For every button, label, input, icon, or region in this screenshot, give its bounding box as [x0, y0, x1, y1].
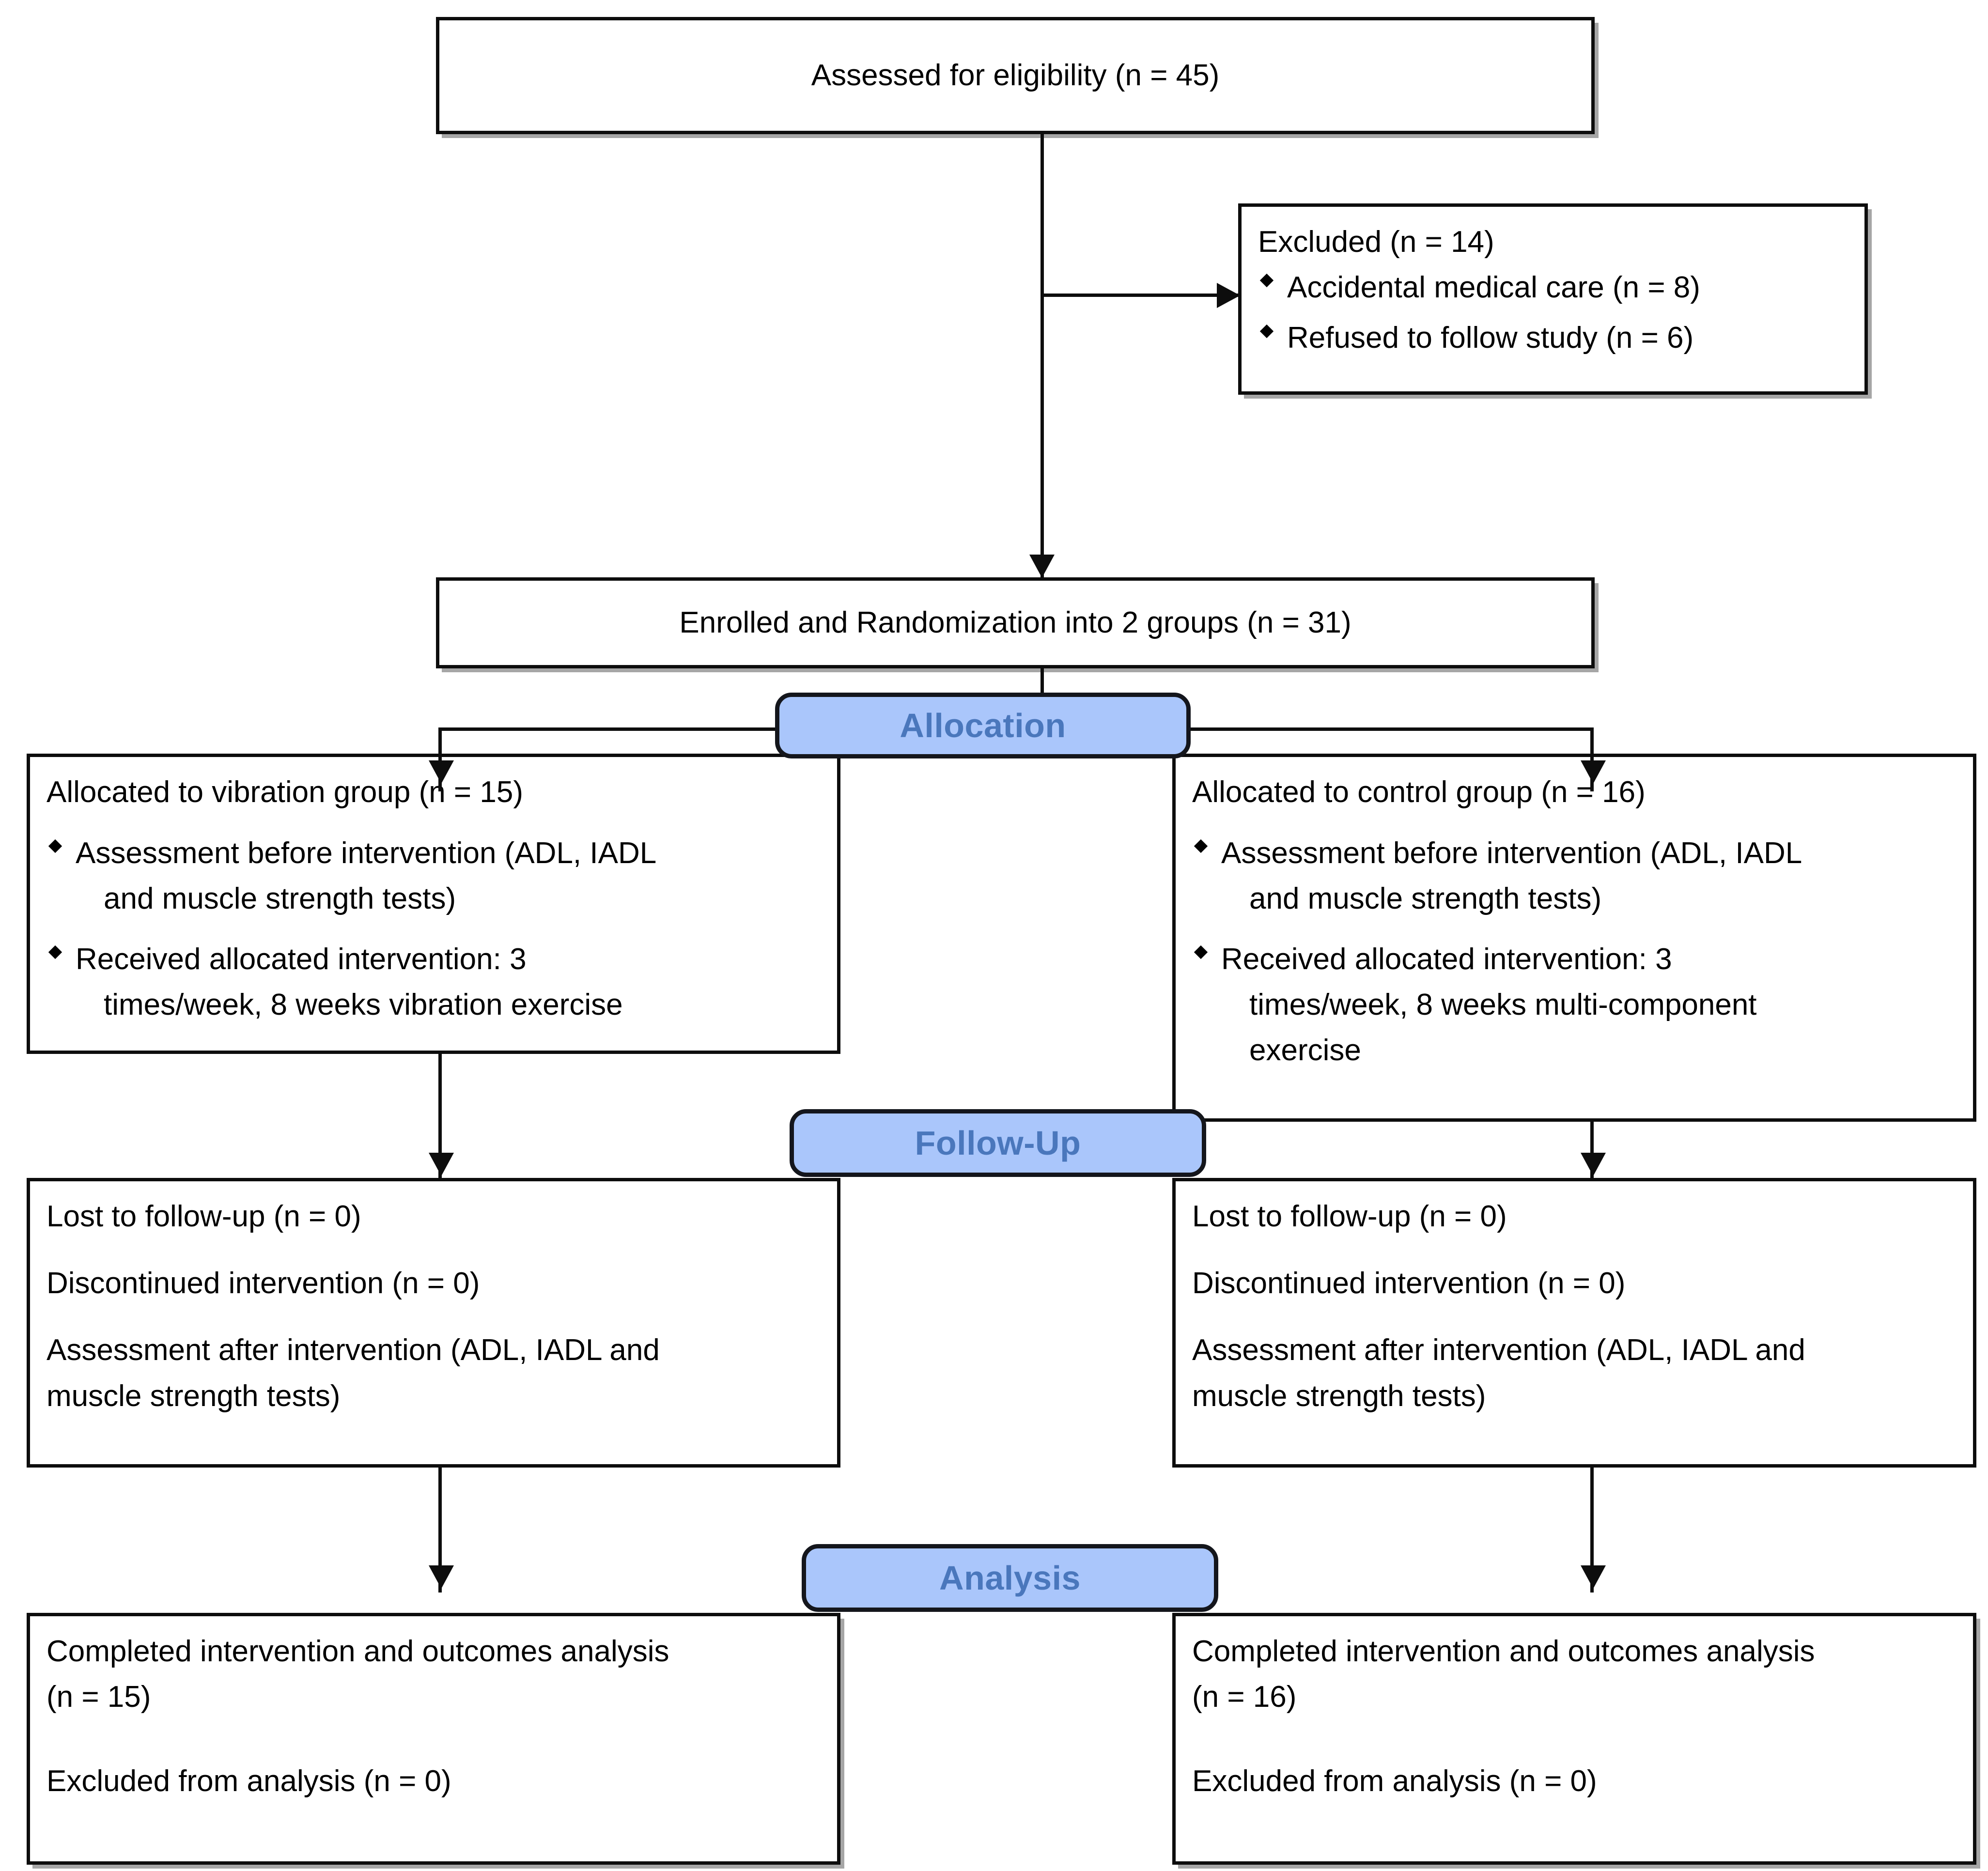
- stage-banner-followup: Follow-Up: [790, 1109, 1206, 1177]
- connector-left-followup-to-analysis: [438, 1468, 442, 1593]
- allocation-left-bullets: Assessment before intervention (ADL, IAD…: [47, 831, 821, 1028]
- list-item: Accidental medical care (n = 8): [1258, 265, 1848, 310]
- diamond-bullet-icon: [48, 839, 62, 853]
- analysis-right-box: Completed intervention and outcomes anal…: [1172, 1613, 1976, 1865]
- list-item: Assessment before intervention (ADL, IAD…: [47, 831, 821, 922]
- connector-right-alloc-to-followup: [1590, 1122, 1594, 1180]
- analysis-right-excluded: Excluded from analysis (n = 0): [1192, 1764, 1597, 1798]
- stage-banner-analysis: Analysis: [802, 1544, 1218, 1612]
- followup-left-discontinued: Discontinued intervention (n = 0): [47, 1267, 480, 1300]
- arrow-to-right-allocation: [1581, 760, 1606, 784]
- allocation-right-box: Allocated to control group (n = 16) Asse…: [1172, 754, 1976, 1122]
- followup-left-assessment: Assessment after intervention (ADL, IADL…: [47, 1333, 660, 1413]
- stage-banner-followup-label: Follow-Up: [915, 1124, 1081, 1162]
- followup-right-box: Lost to follow-up (n = 0) Discontinued i…: [1172, 1178, 1976, 1468]
- diamond-bullet-icon: [1259, 274, 1274, 288]
- arrow-left-alloc-to-followup: [429, 1153, 454, 1176]
- analysis-left-box: Completed intervention and outcomes anal…: [27, 1613, 840, 1865]
- list-item: Received allocated intervention: 3 times…: [1192, 937, 1957, 1074]
- followup-left-box: Lost to follow-up (n = 0) Discontinued i…: [27, 1178, 840, 1468]
- arrow-to-left-allocation: [429, 760, 454, 784]
- diamond-bullet-icon: [1194, 839, 1208, 853]
- analysis-left-completed: Completed intervention and outcomes anal…: [47, 1635, 669, 1714]
- list-item: Received allocated intervention: 3 times…: [47, 937, 821, 1028]
- arrow-right-followup-to-analysis: [1581, 1565, 1606, 1589]
- connector-right-followup-to-analysis: [1590, 1468, 1594, 1593]
- randomization-text: Enrolled and Randomization into 2 groups…: [679, 605, 1351, 639]
- arrow-to-excluded: [1217, 283, 1240, 308]
- excluded-box: Excluded (n = 14) Accidental medical car…: [1238, 203, 1868, 395]
- connector-split-right-down: [1590, 727, 1594, 791]
- excluded-heading: Excluded (n = 14): [1258, 225, 1494, 259]
- analysis-left-excluded: Excluded from analysis (n = 0): [47, 1764, 451, 1798]
- arrow-assessed-to-randomized: [1029, 555, 1055, 578]
- connector-assessed-to-randomized: [1041, 134, 1044, 580]
- list-item: Assessment before intervention (ADL, IAD…: [1192, 831, 1957, 922]
- stage-banner-allocation-label: Allocation: [900, 707, 1066, 744]
- randomization-box: Enrolled and Randomization into 2 groups…: [436, 577, 1595, 668]
- stage-banner-allocation: Allocation: [775, 693, 1191, 758]
- followup-right-lost: Lost to follow-up (n = 0): [1192, 1200, 1507, 1233]
- followup-right-assessment: Assessment after intervention (ADL, IADL…: [1192, 1333, 1805, 1413]
- diamond-bullet-icon: [1259, 324, 1274, 338]
- stage-banner-analysis-label: Analysis: [939, 1559, 1081, 1597]
- followup-right-discontinued: Discontinued intervention (n = 0): [1192, 1267, 1626, 1300]
- assessed-for-eligibility-text: Assessed for eligibility (n = 45): [811, 58, 1220, 92]
- arrow-left-followup-to-analysis: [429, 1565, 454, 1589]
- list-item: Refused to follow study (n = 6): [1258, 315, 1848, 361]
- connector-to-excluded: [1042, 294, 1238, 297]
- allocation-left-box: Allocated to vibration group (n = 15) As…: [27, 754, 840, 1054]
- allocation-right-bullets: Assessment before intervention (ADL, IAD…: [1192, 831, 1957, 1073]
- analysis-right-completed: Completed intervention and outcomes anal…: [1192, 1635, 1815, 1714]
- diamond-bullet-icon: [1194, 945, 1208, 959]
- connector-split-left-down: [438, 727, 442, 791]
- excluded-reasons-list: Accidental medical care (n = 8) Refused …: [1258, 265, 1848, 361]
- arrow-right-alloc-to-followup: [1581, 1153, 1606, 1176]
- allocation-right-heading: Allocated to control group (n = 16): [1192, 775, 1646, 809]
- followup-left-lost: Lost to follow-up (n = 0): [47, 1200, 361, 1233]
- assessed-for-eligibility-box: Assessed for eligibility (n = 45): [436, 17, 1595, 134]
- connector-left-alloc-to-followup: [438, 1054, 442, 1180]
- diamond-bullet-icon: [48, 945, 62, 959]
